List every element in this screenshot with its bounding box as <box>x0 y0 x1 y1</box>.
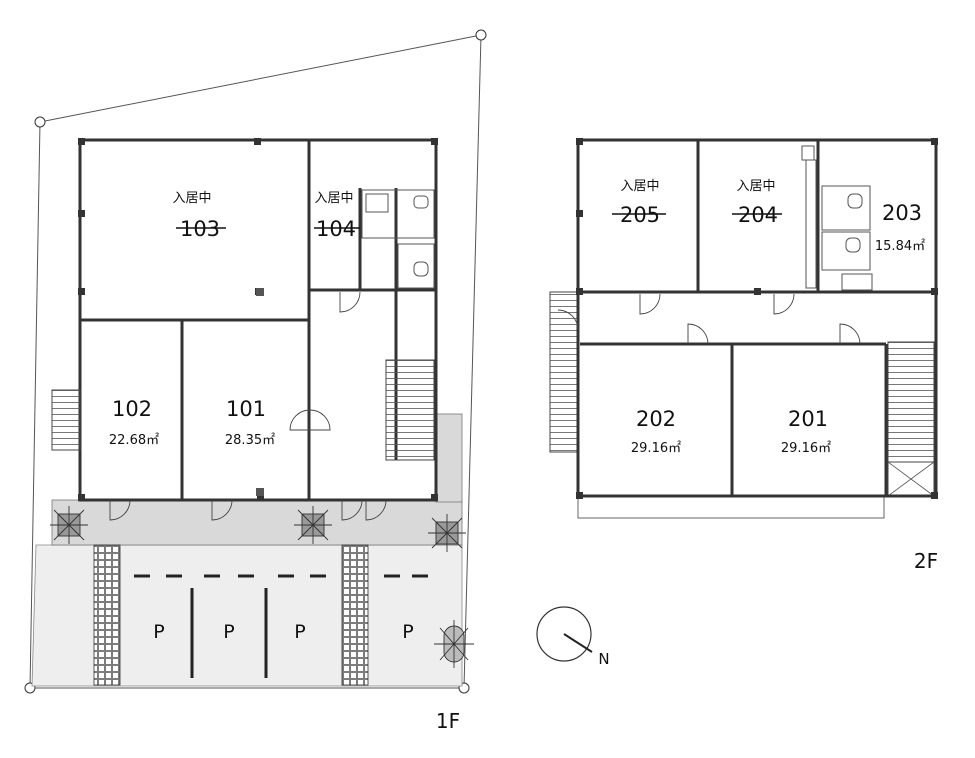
plant-icon <box>428 514 466 552</box>
sanitary-203 <box>801 145 873 291</box>
room-203-number: 203 <box>882 201 922 225</box>
room-101-number: 101 <box>226 397 266 421</box>
doors-2f <box>557 293 861 345</box>
room-102-number: 102 <box>112 397 152 421</box>
parking-label: P <box>223 621 234 643</box>
second-floor-plan: 入居中 205 入居中 204 203 15.84㎡ 202 29.16㎡ 20… <box>549 138 938 573</box>
room-103-status: 入居中 <box>172 191 211 206</box>
plant-icon <box>434 620 474 668</box>
room-104-number: 104 <box>316 217 356 241</box>
doors-1f <box>109 291 387 521</box>
room-201-number: 201 <box>788 407 828 431</box>
room-205-status: 入居中 <box>620 179 659 194</box>
room-202-area: 29.16㎡ <box>631 441 681 456</box>
floor-label-2f: 2F <box>914 549 938 573</box>
outer-stairs-1f <box>51 389 81 451</box>
first-floor-plan: 入居中 103 入居中 104 102 22.68㎡ 101 28.35㎡ P … <box>24 29 487 733</box>
north-label: N <box>598 650 609 668</box>
parking-label: P <box>153 621 164 643</box>
room-102-area: 22.68㎡ <box>109 433 159 448</box>
room-204-status: 入居中 <box>736 179 775 194</box>
parking-label: P <box>294 621 305 643</box>
room-202-number: 202 <box>636 407 676 431</box>
columns-2f <box>576 138 938 499</box>
room-201-area: 29.16㎡ <box>781 441 831 456</box>
interior-walls-1f <box>80 140 436 500</box>
survey-marker <box>34 116 46 128</box>
plant-icon <box>50 506 88 544</box>
room-205-number: 205 <box>620 203 660 227</box>
stairs-2f-right <box>887 341 935 463</box>
compass-icon: N <box>536 606 610 668</box>
room-204-number: 204 <box>738 203 778 227</box>
floor-label-1f: 1F <box>436 709 460 733</box>
parking-dividers <box>190 588 268 678</box>
room-103-number: 103 <box>180 217 220 241</box>
balcony-2f <box>577 495 885 519</box>
tile-strip <box>341 544 369 686</box>
outer-stairs-2f-left <box>549 291 579 453</box>
room-203-area: 15.84㎡ <box>875 239 925 254</box>
stairs-1f <box>385 359 435 461</box>
corridor-1f <box>51 499 463 546</box>
room-104-status: 入居中 <box>314 191 353 206</box>
plant-icon <box>294 506 332 544</box>
side-path <box>435 413 463 503</box>
sanitary-104 <box>361 189 435 289</box>
parking-label: P <box>402 621 413 643</box>
room-101-area: 28.35㎡ <box>225 433 275 448</box>
survey-marker <box>475 29 487 41</box>
tile-strip <box>93 544 121 686</box>
